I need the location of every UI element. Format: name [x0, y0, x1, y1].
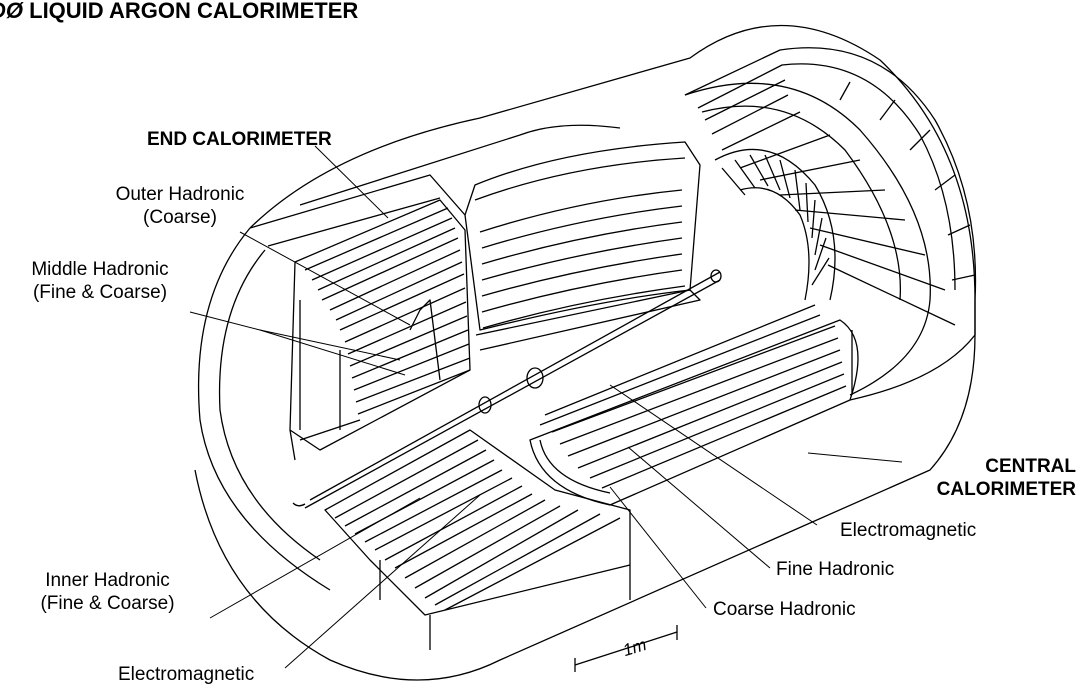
middle-hadronic-line2: (Fine & Coarse): [32, 282, 168, 303]
scale-bar: [574, 625, 678, 672]
central-upper-module: [464, 141, 701, 351]
end-electromagnetic-label: Electromagnetic: [118, 664, 255, 685]
inner-hadronic-line2: (Fine & Coarse): [40, 593, 175, 614]
leader-central-em: [609, 384, 818, 526]
central-calorimeter-barrel: [194, 24, 976, 681]
inner-hadronic-label: Inner Hadronic (Fine & Coarse): [0, 569, 215, 615]
coarse-hadronic-label: Coarse Hadronic: [713, 599, 856, 620]
far-end-cap: [714, 148, 836, 301]
beam-pipe: [292, 269, 722, 509]
outer-hadronic-line2: (Coarse): [143, 207, 217, 228]
leader-end-calorimeter: [314, 145, 389, 219]
outer-hadronic-label: Outer Hadronic (Coarse): [105, 183, 255, 229]
middle-hadronic-label: Middle Hadronic (Fine & Coarse): [0, 258, 200, 304]
end-calorimeter-shell: [197, 174, 466, 591]
leader-outer-hadronic: [239, 231, 411, 326]
end-hadronic-modules: [289, 199, 471, 461]
fine-hadronic-label: Fine Hadronic: [776, 559, 895, 580]
central-calorimeter-heading: CENTRAL CALORIMETER: [900, 455, 1076, 501]
central-lower-module: [529, 304, 859, 506]
title-text: LIQUID ARGON CALORIMETER: [29, 0, 359, 23]
central-heading-line1: CENTRAL: [985, 456, 1076, 477]
title-symbol: DØ: [0, 0, 23, 23]
leader-middle-hadronic-2: [259, 329, 406, 376]
leader-lines: [189, 145, 903, 669]
central-heading-line2: CALORIMETER: [936, 479, 1076, 500]
end-inner-modules: [324, 429, 631, 650]
leader-coarse-hadronic: [609, 486, 707, 609]
inner-hadronic-line1: Inner Hadronic: [45, 570, 170, 591]
outer-hadronic-line1: Outer Hadronic: [115, 184, 245, 205]
central-electromagnetic-label: Electromagnetic: [840, 520, 977, 541]
leader-end-em: [284, 494, 481, 669]
middle-hadronic-line1: Middle Hadronic: [31, 259, 169, 280]
leader-inner-hadronic: [209, 497, 421, 619]
diagram-title: DØ LIQUID ARGON CALORIMETER: [0, 0, 358, 24]
end-calorimeter-heading: END CALORIMETER: [147, 129, 332, 150]
outer-hadronic-modules: [684, 47, 977, 335]
leader-central-calorimeter: [807, 452, 903, 463]
leader-fine-hadronic: [627, 446, 771, 569]
